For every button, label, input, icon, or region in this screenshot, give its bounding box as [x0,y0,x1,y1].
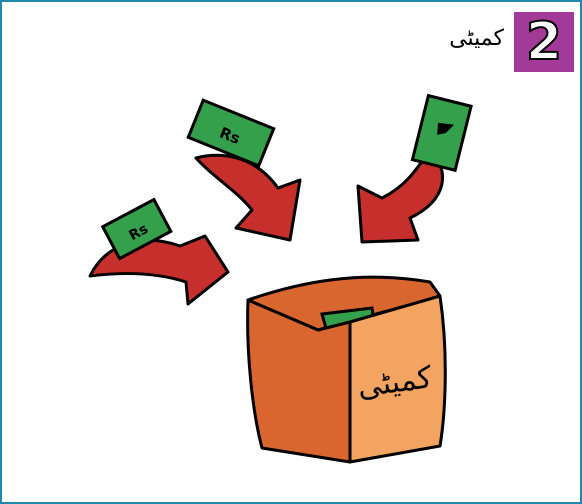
money-note-icon [412,96,471,171]
committee-box-icon: کمیٹی [248,277,446,462]
red-arrow-icon [196,155,300,240]
step-title: کمیٹی [430,26,504,51]
red-arrow-icon [90,236,228,304]
step-number: 2 [526,16,562,68]
step-badge: 2 [514,12,574,72]
